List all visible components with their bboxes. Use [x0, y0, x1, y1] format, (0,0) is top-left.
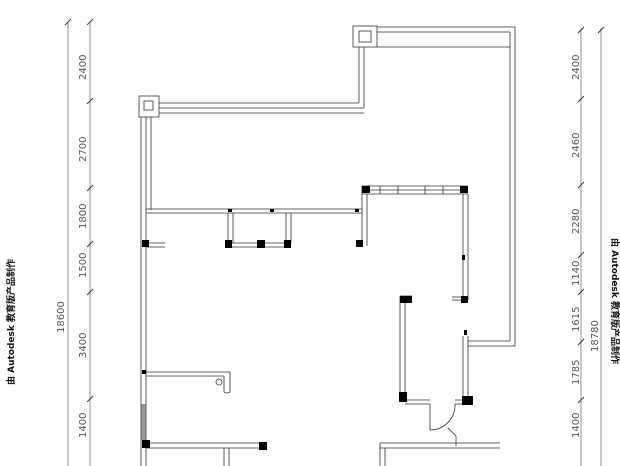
dim-right-5: 1615 [571, 307, 582, 332]
window-mullions [379, 186, 444, 194]
dim-right-2: 2460 [571, 133, 582, 158]
dim-left-5: 3400 [78, 333, 89, 358]
structural-columns [142, 186, 473, 450]
floor-plan-walls [138, 25, 516, 466]
dimension-chain-right: 18780 2400 2460 2280 1140 1615 1785 1400 [571, 26, 605, 466]
watermark-left: 由 Autodesk 教育版产品制作 [5, 259, 17, 385]
dim-total-right: 18780 [590, 320, 601, 352]
watermark-right: 由 Autodesk 教育版产品制作 [609, 238, 620, 364]
dim-left-3: 1800 [78, 204, 89, 229]
dim-total-left: 18600 [56, 301, 67, 333]
dim-right-4: 1140 [571, 261, 582, 286]
dim-left-6: 1400 [78, 413, 89, 438]
dimension-chain-left: 18600 2400 2700 1800 1500 3400 1400 [56, 18, 94, 466]
dim-left-1: 2400 [78, 55, 89, 80]
dim-right-1: 2400 [571, 55, 582, 80]
dim-right-3: 2280 [571, 209, 582, 234]
dim-right-6: 1785 [571, 360, 582, 385]
dim-left-2: 2700 [78, 137, 89, 162]
dim-left-4: 1500 [78, 253, 89, 278]
dim-right-7: 1400 [571, 413, 582, 438]
